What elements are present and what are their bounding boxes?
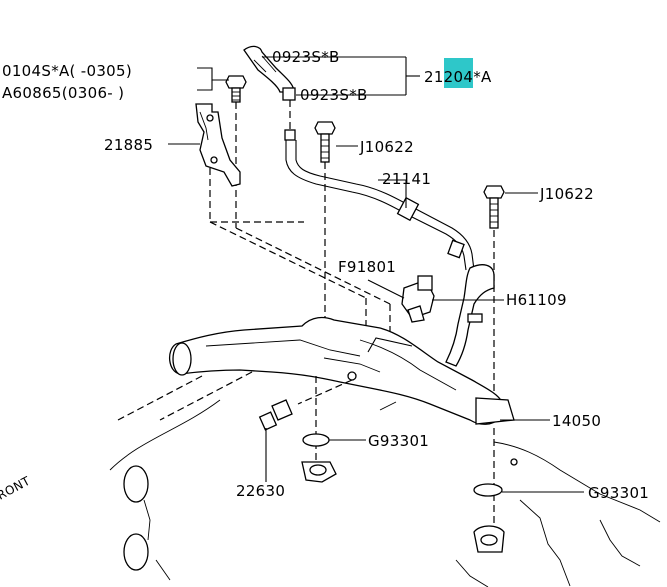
connector-f91801	[401, 275, 435, 323]
label-j10622-right: J10622	[539, 185, 594, 203]
label-0923s-bottom: 0923S*B	[300, 86, 368, 104]
gasket-g93301-left	[302, 433, 330, 447]
label-f91801: F91801	[338, 258, 396, 276]
gasket-g93301-right	[473, 483, 503, 497]
part-highlight-21204	[444, 58, 473, 88]
bolt-0104s	[225, 75, 247, 103]
bolt-j10622-upper	[314, 121, 336, 163]
bracket-21885	[195, 103, 241, 187]
label-21141: 21141	[382, 170, 431, 188]
label-22630: 22630	[236, 482, 285, 500]
label-h61109: H61109	[506, 291, 567, 309]
label-21204: 21204*A	[424, 68, 492, 86]
engine-left-outline	[109, 399, 397, 581]
label-0104s: 0104S*A( -0305)	[2, 62, 132, 80]
hose-h61109	[445, 264, 495, 367]
label-g93301-left: G93301	[368, 432, 429, 450]
label-21885: 21885	[104, 136, 153, 154]
sensor-22630	[258, 399, 293, 431]
label-0923s-top: 0923S*B	[272, 48, 340, 66]
label-j10622-upper: J10622	[359, 138, 414, 156]
engine-outline	[455, 441, 661, 587]
tube-21141	[284, 100, 475, 271]
hose-21204	[243, 45, 296, 101]
bolt-j10622-right	[483, 185, 505, 229]
pipe-body	[169, 316, 515, 425]
label-14050: 14050	[552, 412, 601, 430]
label-front: RONT	[0, 474, 33, 503]
label-g93301-right: G93301	[588, 484, 649, 502]
label-a60865: A60865(0306- )	[2, 84, 124, 102]
